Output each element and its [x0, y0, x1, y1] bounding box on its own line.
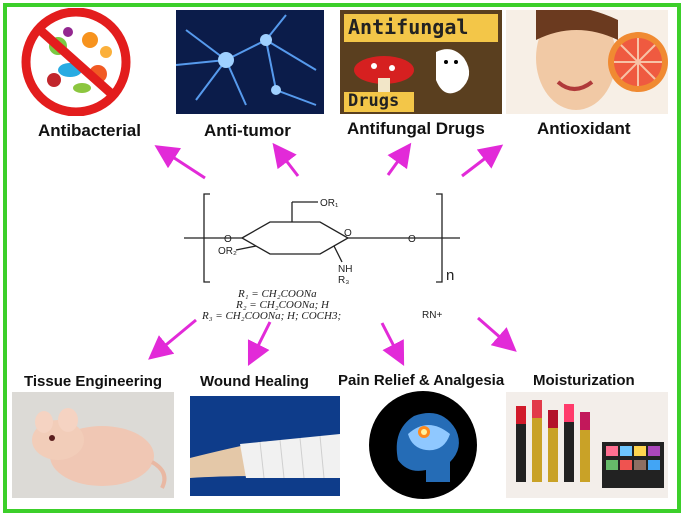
anti-tumor-label: Anti-tumor [204, 121, 291, 140]
anti-tumor-image [176, 10, 324, 114]
arrow-to-wound-healing [247, 321, 272, 367]
glycosidic-oxygen-left: O [224, 234, 232, 245]
or2-text: OR₂ [218, 246, 237, 257]
pain-relief-label: Pain Relief & Analgesia [338, 372, 505, 389]
nh-text: NH [338, 264, 352, 275]
repeat-n: n [446, 267, 454, 284]
arrow-to-antioxidant [461, 144, 504, 178]
tissue-engineering-image [12, 392, 174, 498]
arrow-to-moisturization [477, 316, 517, 352]
glycosidic-oxygen-right: O [408, 234, 416, 245]
arrow-to-anti-tumor [272, 142, 300, 177]
wound-healing-image [190, 396, 340, 496]
antifungal-image-subtitle: Drugs [348, 91, 400, 111]
antibacterial-image [10, 8, 150, 116]
antifungal-drugs-image: Antifungal Drugs [340, 10, 502, 114]
carboxymethyl-chitosan-structure: OR₁ OR₂ O O O NH R₃ n [184, 193, 460, 286]
arrow-to-antifungal [386, 142, 412, 176]
antifungal-image-title: Antifungal [348, 15, 469, 39]
antibacterial-label: Antibacterial [38, 121, 141, 140]
antifungal-drugs-label: Antifungal Drugs [347, 119, 485, 138]
tissue-engineering-label: Tissue Engineering [24, 373, 163, 390]
formula-r1: R₁ = CH₂COONa [238, 288, 317, 300]
arrow-to-tissue-engineering [148, 318, 197, 360]
wound-healing-label: Wound Healing [200, 373, 309, 390]
antioxidant-label: Antioxidant [537, 119, 631, 138]
or1-text: OR₁ [320, 198, 339, 209]
arrow-to-pain-relief [380, 322, 405, 367]
arrow-to-antibacterial [154, 145, 206, 180]
formula-r3-extra: RN+ [422, 310, 443, 321]
formula-r3: R₃ = CH₂COONa; H; COCH3; [202, 310, 342, 322]
moisturization-label: Moisturization [533, 372, 635, 389]
antioxidant-image [506, 10, 668, 114]
ring-oxygen-text: O [344, 228, 352, 239]
r3-text: R₃ [338, 275, 349, 286]
formula-r2: R₂ = CH₂COONa; H [236, 299, 329, 311]
pain-relief-image [364, 390, 482, 500]
moisturization-image [506, 392, 668, 498]
